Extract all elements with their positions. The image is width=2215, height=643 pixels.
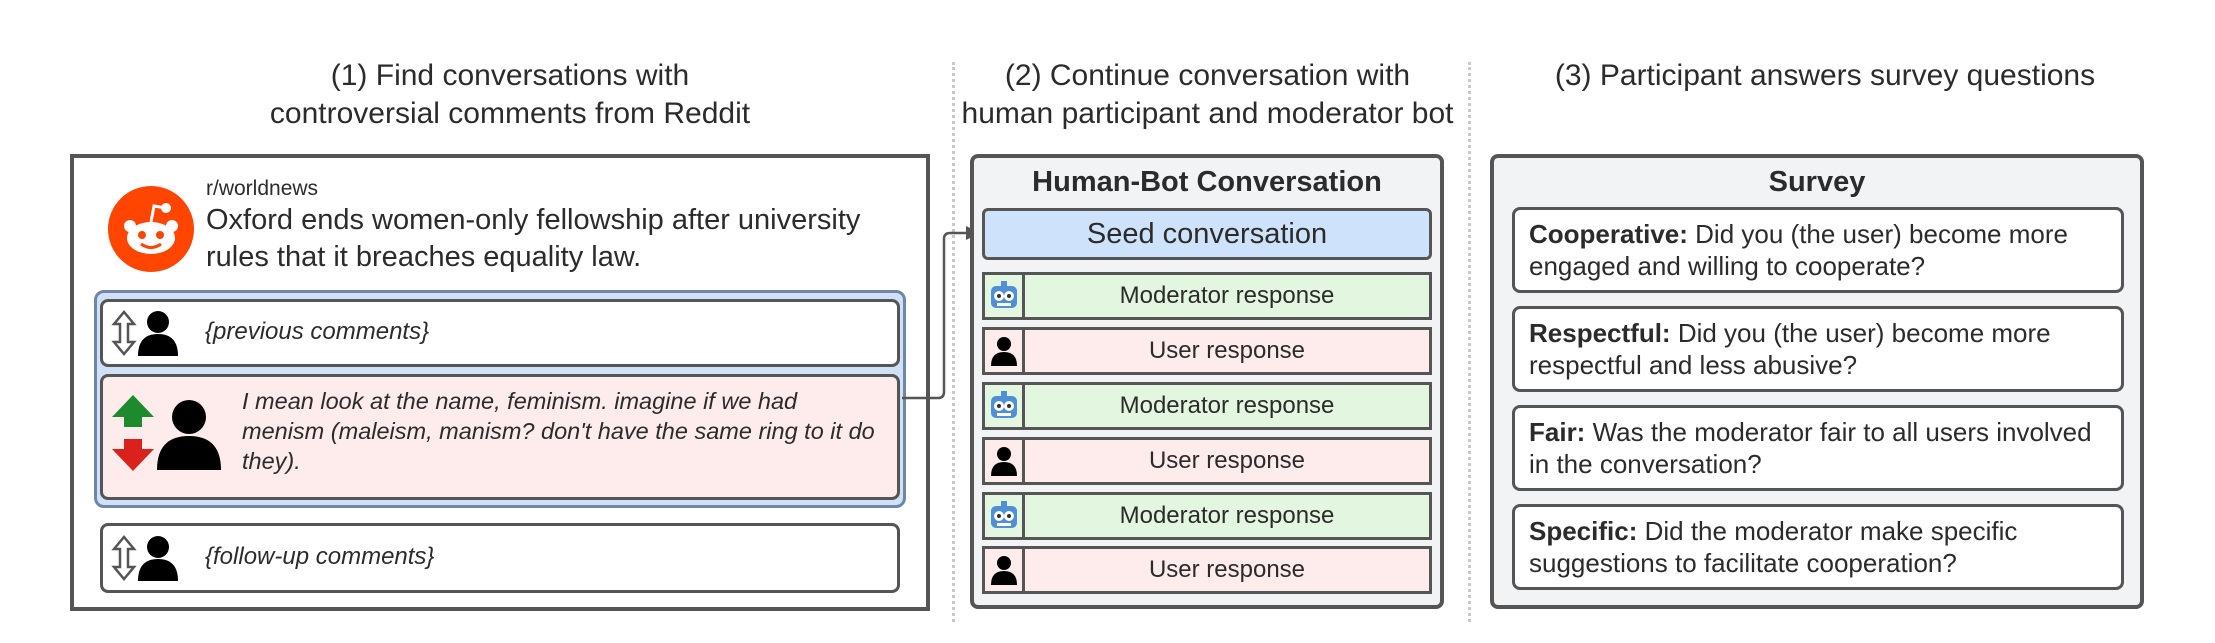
question-text: Did the moderator make specific suggesti… bbox=[1529, 516, 2018, 578]
robot-icon bbox=[985, 385, 1025, 427]
subreddit-label[interactable]: r/worldnews bbox=[206, 177, 319, 200]
conversation-title: Human-Bot Conversation bbox=[1032, 166, 1382, 198]
question-text: Did you (the user) become more respectfu… bbox=[1529, 318, 2051, 380]
user-response-row: User response bbox=[982, 546, 1432, 594]
question-term: Cooperative: bbox=[1529, 219, 1696, 249]
post-title[interactable]: Oxford ends women-only fellowship after … bbox=[206, 204, 861, 273]
step-separator bbox=[1468, 62, 1471, 622]
user-avatar-icon bbox=[157, 400, 221, 470]
survey-question-specific: Specific: Did the moderator make specifi… bbox=[1512, 504, 2124, 590]
follow-up-comments-placeholder: {follow-up comments} bbox=[205, 543, 435, 570]
reddit-logo-icon bbox=[108, 186, 194, 272]
robot-icon bbox=[985, 495, 1025, 537]
robot-icon bbox=[985, 275, 1025, 317]
question-text: Was the moderator fair to all users invo… bbox=[1529, 417, 2092, 479]
survey-question-fair: Fair: Was the moderator fair to all user… bbox=[1512, 405, 2124, 491]
vote-arrows-icon bbox=[112, 395, 154, 471]
response-label: Moderator response bbox=[1119, 392, 1335, 419]
survey-question-respectful: Respectful: Did you (the user) become mo… bbox=[1512, 306, 2124, 392]
step3-heading: (3) Participant answers survey questions bbox=[1554, 59, 2096, 92]
step2-heading: (2) Continue conversation with human par… bbox=[961, 59, 1454, 130]
controversial-comment-text: I mean look at the name, feminism. imagi… bbox=[242, 388, 875, 474]
survey-question-cooperative: Cooperative: Did you (the user) become m… bbox=[1512, 207, 2124, 293]
previous-comments-placeholder: {previous comments} bbox=[205, 318, 430, 345]
user-response-row: User response bbox=[982, 327, 1432, 375]
user-response-row: User response bbox=[982, 437, 1432, 485]
user-avatar-icon bbox=[985, 330, 1025, 372]
response-label: Moderator response bbox=[1119, 282, 1335, 309]
question-term: Specific: bbox=[1529, 516, 1645, 546]
vote-arrows-icon bbox=[111, 535, 137, 581]
user-avatar-icon bbox=[985, 549, 1025, 591]
question-term: Respectful: bbox=[1529, 318, 1678, 348]
user-avatar-icon bbox=[138, 536, 178, 581]
step-separator bbox=[952, 62, 955, 622]
response-label: User response bbox=[1148, 337, 1306, 364]
question-text: Did you (the user) become more engaged a… bbox=[1529, 219, 2068, 281]
vote-arrows-icon bbox=[111, 310, 137, 356]
moderator-response-row: Moderator response bbox=[982, 272, 1432, 320]
user-avatar-icon bbox=[138, 311, 178, 356]
moderator-response-row: Moderator response bbox=[982, 382, 1432, 430]
controversial-comment-card bbox=[100, 374, 900, 500]
question-term: Fair: bbox=[1529, 417, 1593, 447]
moderator-response-row: Moderator response bbox=[982, 492, 1432, 540]
response-label: Moderator response bbox=[1119, 502, 1335, 529]
step1-heading: (1) Find conversations with controversia… bbox=[269, 59, 751, 130]
seed-conversation-box: Seed conversation bbox=[982, 208, 1432, 260]
follow-up-comments-card bbox=[100, 523, 900, 593]
user-avatar-icon bbox=[985, 440, 1025, 482]
response-label: User response bbox=[1148, 556, 1306, 583]
survey-title: Survey bbox=[1768, 166, 1866, 198]
reddit-alien-icon bbox=[124, 203, 178, 254]
previous-comments-card bbox=[100, 299, 900, 367]
response-label: User response bbox=[1148, 447, 1306, 474]
